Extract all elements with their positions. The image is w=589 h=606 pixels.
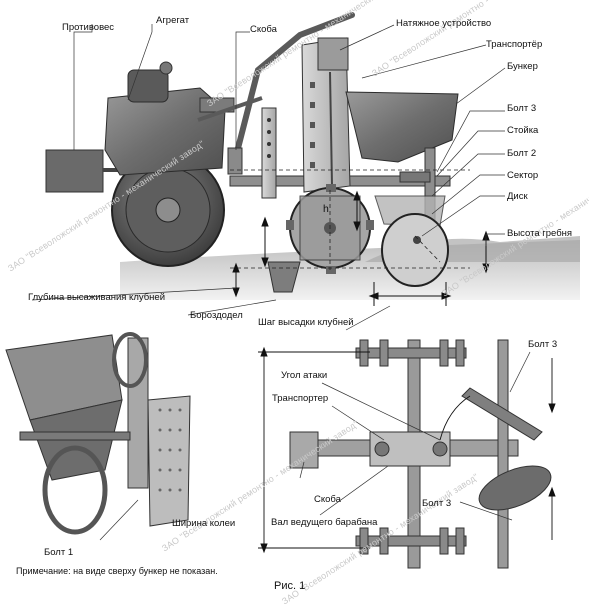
label-bolt3-top: Болт 3	[507, 103, 537, 114]
figure-caption: Рис. 1	[274, 580, 306, 592]
furrower	[267, 261, 301, 293]
label-shirina-kolei: Ширина колеи	[172, 518, 236, 529]
tensioner	[317, 37, 349, 71]
label-stoyka: Стойка	[507, 125, 539, 136]
label-borozdodel: Бороздодел	[190, 310, 243, 321]
label-bolt2: Болт 2	[507, 148, 537, 159]
counterweight	[45, 149, 104, 193]
handlebar	[232, 12, 355, 163]
label-bunker: Бункер	[507, 61, 538, 72]
label-bolt3-bottom: Болт 3	[422, 498, 452, 509]
hopper	[345, 91, 459, 163]
label-vysota-grebnya: Высота гребня	[507, 228, 573, 239]
engine-aggregate	[104, 87, 226, 176]
top-disc-lower	[478, 465, 552, 511]
label-ugol-ataki: Угол атаки	[281, 370, 328, 381]
note-text: Примечание: на виде сверху бункер не пок…	[16, 566, 218, 576]
top-view	[258, 339, 556, 569]
label-skoba-top: Скоба	[250, 24, 277, 35]
holed-post	[261, 107, 277, 199]
bracket-top	[227, 147, 243, 175]
side-view	[31, 12, 580, 331]
label-bolt3-right: Болт 3	[528, 339, 558, 350]
label-bolt1: Болт 1	[44, 547, 74, 558]
label-sektor: Сектор	[507, 170, 539, 181]
label-h: h	[323, 203, 329, 215]
label-val: Вал ведущего барабана	[271, 517, 378, 528]
label-skoba-bottom: Скоба	[314, 494, 341, 505]
persp-perforated-plate	[147, 395, 191, 527]
top-rack	[497, 339, 509, 569]
perspective-view	[5, 332, 191, 541]
label-transporter-top: Транспортёр	[486, 39, 543, 50]
label-transporter-bottom: Транспортер	[272, 393, 329, 404]
label-agregat: Агрегат	[156, 15, 190, 26]
label-protivoves: Противовес	[62, 22, 115, 33]
label-shag: Шаг высадки клубней	[258, 317, 354, 328]
label-glubina: Глубина высаживания клубней	[28, 292, 165, 303]
label-disk: Диск	[507, 191, 528, 202]
persp-lug-wheel	[42, 445, 108, 535]
label-natyazhnoe: Натяжное устройство	[396, 18, 492, 29]
top-disc-upper	[461, 387, 543, 441]
